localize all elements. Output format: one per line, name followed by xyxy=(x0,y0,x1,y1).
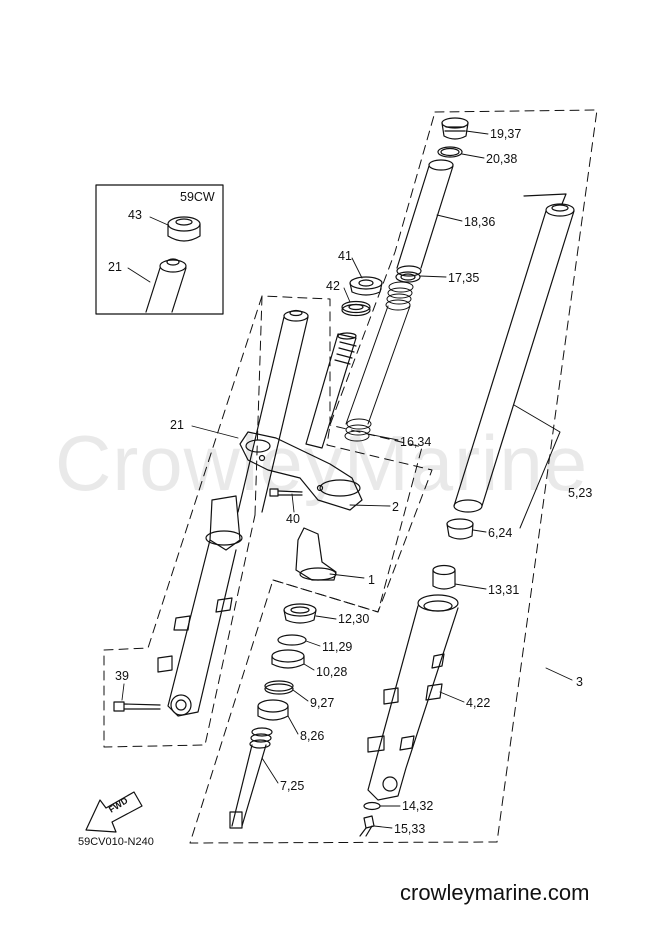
fork-outer-tube-right-icon xyxy=(367,594,459,801)
outer-bushing-icon xyxy=(257,699,289,721)
callout-13-31: 13,31 xyxy=(488,583,520,597)
callout-5-23: 5,23 xyxy=(568,486,593,500)
callout-3: 3 xyxy=(576,675,583,689)
callout-20-38: 20,38 xyxy=(486,152,518,166)
oil-seal-icon xyxy=(283,603,317,624)
callout-10-28: 10,28 xyxy=(316,665,348,679)
fork-tube-right-icon xyxy=(453,193,575,513)
washer-ring-icon xyxy=(264,680,294,695)
damper-rod-icon xyxy=(229,727,273,829)
callout-16-34: 16,34 xyxy=(400,435,432,449)
seal-spacer-icon xyxy=(271,649,305,669)
inset-fork-tube-icon xyxy=(145,258,187,313)
fork-spring-icon xyxy=(344,281,414,442)
clamp-bolt-icon xyxy=(269,488,303,497)
callout-12-30: 12,30 xyxy=(338,612,370,626)
watermark-text: CrowleyMarine xyxy=(55,419,589,507)
callout-18-36: 18,36 xyxy=(464,215,496,229)
callout-14-32: 14,32 xyxy=(402,799,434,813)
callout-42: 42 xyxy=(326,279,340,293)
copper-washer-icon xyxy=(363,801,381,811)
callout-11-29: 11,29 xyxy=(322,640,353,654)
bearing-seal-icon xyxy=(341,300,371,317)
diagram-code: 59CV010-N240 xyxy=(78,836,154,848)
callout-6-24: 6,24 xyxy=(488,526,513,540)
inset-cap-nut-icon xyxy=(167,216,201,242)
inset-title: 59CW xyxy=(180,190,215,204)
callout-1: 1 xyxy=(368,573,375,587)
axle-pinch-bolt-icon xyxy=(113,701,161,712)
callout-19-37: 19,37 xyxy=(490,127,522,141)
inset-box xyxy=(95,184,224,315)
triple-clamp-icon xyxy=(239,431,363,511)
inset-callout-43: 43 xyxy=(128,208,142,222)
washer-icon xyxy=(395,271,421,283)
site-url[interactable]: crowleymarine.com xyxy=(400,880,590,905)
bearing-race-icon xyxy=(349,276,383,296)
dust-cover-icon xyxy=(295,527,337,581)
dashed-group-outlines xyxy=(103,109,598,844)
steering-stem-icon xyxy=(305,332,357,449)
inset-callout-21: 21 xyxy=(108,260,122,274)
callout-9-27: 9,27 xyxy=(310,696,335,710)
callout-39: 39 xyxy=(115,669,129,683)
slide-bushing-icon xyxy=(446,518,474,540)
fork-outer-tube-icon xyxy=(157,495,243,717)
spacer-tube-icon xyxy=(396,159,454,277)
damper-bolt-icon xyxy=(359,815,375,837)
oil-lock-piece-icon xyxy=(432,564,456,590)
callout-41: 41 xyxy=(338,249,352,263)
fwd-arrow-icon xyxy=(85,791,143,833)
callout-8-26: 8,26 xyxy=(300,729,325,743)
callout-17-35: 17,35 xyxy=(448,271,480,285)
circlip-icon xyxy=(277,634,307,646)
callout-2: 2 xyxy=(392,500,399,514)
callout-15-33: 15,33 xyxy=(394,822,426,836)
callout-7-25: 7,25 xyxy=(280,779,305,793)
callout-40: 40 xyxy=(286,512,300,526)
callout-4-22: 4,22 xyxy=(466,696,491,710)
cap-bolt-icon xyxy=(441,117,469,140)
o-ring-icon xyxy=(437,146,463,158)
callout-21: 21 xyxy=(170,418,184,432)
fork-inner-tube-icon xyxy=(237,309,309,513)
leader-lines xyxy=(121,130,573,829)
